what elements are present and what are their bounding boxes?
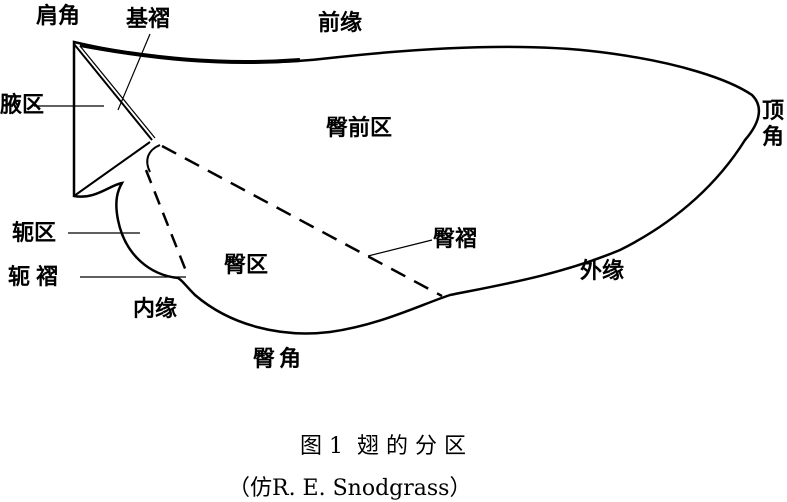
label-jugal-region: 轭区: [12, 221, 57, 246]
label-basal-fold: 基褶: [126, 7, 171, 32]
label-apex-1: 顶: [762, 99, 785, 124]
label-jugal-fold: 轭褶: [8, 265, 65, 290]
label-inner-margin: 内缘: [133, 297, 178, 322]
label-vannal-fold: 臀褶: [433, 227, 478, 252]
figure-source: （仿R. E. Snodgrass）: [228, 476, 472, 501]
basal-fold-line-2: [79, 45, 156, 139]
figure-caption: 图 1 翅 的 分 区: [300, 434, 466, 459]
jugal-fold: [144, 169, 190, 277]
axillary-bottom-line: [73, 141, 151, 197]
label-apex-2: 角: [762, 125, 785, 150]
label-remigium: 臀前区: [326, 116, 393, 141]
leader-vannal-fold: [367, 239, 433, 257]
leader-basal-fold: [117, 33, 151, 111]
fold-hook: [146, 144, 161, 173]
label-vannal-region: 臀区: [224, 253, 269, 278]
costal-thickening: [79, 43, 301, 64]
label-anal-angle: 臀角: [253, 347, 306, 372]
label-outer-margin: 外缘: [580, 259, 625, 284]
basal-fold-line: [73, 43, 153, 141]
wing-outline: [72, 40, 761, 335]
label-axillary-region: 腋区: [0, 93, 45, 118]
label-costal-margin: 前缘: [318, 11, 363, 36]
label-humeral-angle: 肩角: [36, 4, 81, 29]
vannal-fold: [161, 144, 443, 298]
